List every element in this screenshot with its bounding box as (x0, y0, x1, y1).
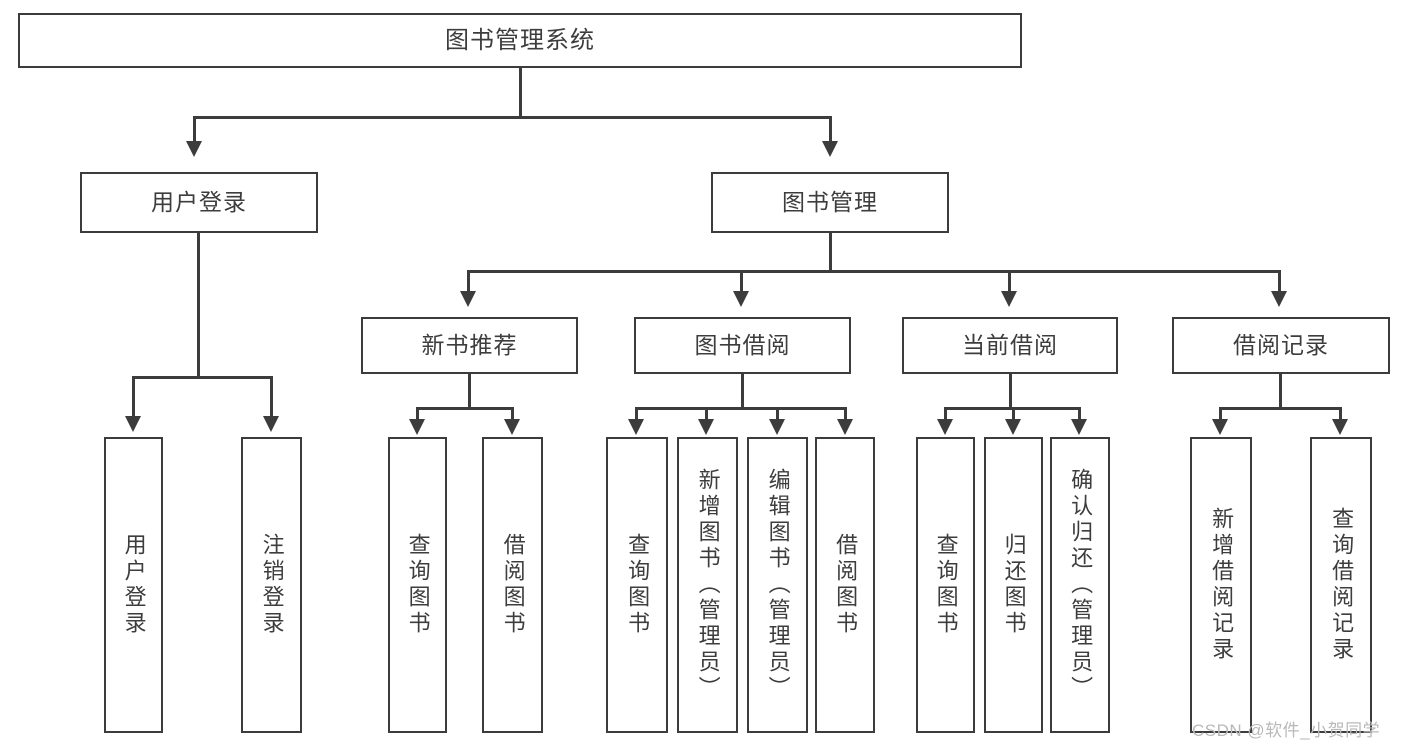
arrow-cb-leaf-2 (1005, 419, 1021, 435)
connector-root-stem (519, 68, 522, 117)
connector-bm-drop-3 (1008, 270, 1011, 295)
node-label: 新书推荐 (421, 332, 518, 359)
leaf-cb-confirm-return-admin[interactable]: 确认归还（管理员） (1050, 437, 1110, 733)
node-label: 编辑图书（管理员） (765, 468, 791, 702)
node-book-borrow[interactable]: 图书借阅 (634, 317, 851, 374)
connector-bm-drop-2 (740, 270, 743, 295)
arrow-user-login-leaf-1 (125, 416, 141, 432)
node-label: 确认归还（管理员） (1068, 468, 1094, 702)
arrow-br-leaf-1 (1212, 419, 1228, 435)
leaf-cb-return-book[interactable]: 归还图书 (984, 437, 1043, 733)
node-label: 查询借阅记录 (1329, 507, 1355, 663)
leaf-br-query-record[interactable]: 查询借阅记录 (1310, 437, 1372, 733)
arrow-bb-leaf-3 (769, 419, 785, 435)
connector-nbr-bus (416, 407, 514, 410)
node-label: 查询图书 (933, 533, 959, 637)
node-current-borrow[interactable]: 当前借阅 (902, 317, 1118, 374)
connector-root-to-user-login (193, 116, 196, 145)
node-label: 用户登录 (151, 189, 247, 216)
node-label: 当前借阅 (962, 332, 1058, 359)
connector-book-management-stem (829, 233, 832, 272)
connector-book-management-bus (467, 270, 1280, 273)
connector-bb-stem (741, 374, 744, 409)
connector-nbr-drop-2 (511, 407, 514, 423)
leaf-bb-edit-book-admin[interactable]: 编辑图书（管理员） (747, 437, 808, 733)
connector-root-to-book-management (829, 116, 832, 145)
leaf-logout[interactable]: 注销登录 (241, 437, 302, 733)
connector-bm-drop-4 (1278, 270, 1281, 295)
node-label: 查询图书 (405, 533, 431, 637)
connector-br-stem (1279, 374, 1282, 409)
leaf-nbr-borrow-book[interactable]: 借阅图书 (482, 437, 543, 733)
connector-user-login-drop-2 (270, 376, 273, 420)
leaf-nbr-query-book[interactable]: 查询图书 (388, 437, 447, 733)
connector-nbr-drop-1 (416, 407, 419, 423)
arrow-bb-leaf-4 (837, 419, 853, 435)
arrow-nbr-leaf-1 (409, 419, 425, 435)
node-label: 查询图书 (625, 533, 651, 637)
connector-user-login-bus (132, 376, 272, 379)
node-user-login[interactable]: 用户登录 (80, 172, 318, 233)
arrow-to-new-book-recommend (460, 291, 476, 307)
arrow-bb-leaf-2 (698, 419, 714, 435)
connector-br-drop-2 (1339, 407, 1342, 423)
node-borrow-record[interactable]: 借阅记录 (1172, 317, 1390, 374)
node-label: 借阅图书 (500, 533, 526, 637)
connector-bb-bus (635, 407, 847, 410)
node-book-management[interactable]: 图书管理 (711, 172, 949, 233)
arrow-to-book-management (822, 141, 838, 157)
node-label: 用户登录 (121, 533, 147, 637)
node-label: 新增借阅记录 (1209, 507, 1235, 663)
node-label: 图书管理 (782, 189, 878, 216)
node-label: 归还图书 (1001, 533, 1027, 637)
node-label: 注销登录 (259, 533, 285, 637)
connector-nbr-stem (468, 374, 471, 409)
node-label: 新增图书（管理员） (695, 468, 721, 702)
connector-br-bus (1219, 407, 1342, 410)
node-new-book-recommend[interactable]: 新书推荐 (361, 317, 578, 374)
leaf-user-login[interactable]: 用户登录 (104, 437, 163, 733)
connector-bm-drop-1 (467, 270, 470, 295)
node-root-book-management-system[interactable]: 图书管理系统 (18, 13, 1022, 68)
node-label: 借阅记录 (1233, 332, 1329, 359)
csdn-watermark: CSDN @软件_小贺同学 (1192, 721, 1381, 740)
arrow-to-current-borrow (1001, 291, 1017, 307)
connector-bb-drop-1 (635, 407, 638, 423)
arrow-to-borrow-record (1271, 291, 1287, 307)
leaf-bb-query-book[interactable]: 查询图书 (606, 437, 668, 733)
arrow-to-book-borrow (733, 291, 749, 307)
arrow-bb-leaf-1 (628, 419, 644, 435)
arrow-to-user-login (186, 141, 202, 157)
connector-cb-drop-3 (1078, 407, 1081, 423)
node-label: 图书借阅 (694, 332, 791, 359)
connector-user-login-stem (197, 233, 200, 378)
arrow-br-leaf-2 (1332, 419, 1348, 435)
connector-bb-drop-2 (705, 407, 708, 423)
connector-cb-drop-1 (944, 407, 947, 423)
connector-user-login-drop-1 (132, 376, 135, 420)
arrow-user-login-leaf-2 (263, 416, 279, 432)
node-label: 借阅图书 (833, 533, 859, 637)
connector-bb-drop-3 (776, 407, 779, 423)
connector-root-bus (193, 116, 831, 119)
leaf-bb-add-book-admin[interactable]: 新增图书（管理员） (677, 437, 738, 733)
arrow-cb-leaf-3 (1071, 419, 1087, 435)
leaf-cb-query-book[interactable]: 查询图书 (916, 437, 975, 733)
leaf-br-add-record[interactable]: 新增借阅记录 (1190, 437, 1252, 733)
leaf-bb-borrow-book[interactable]: 借阅图书 (815, 437, 875, 733)
connector-cb-drop-2 (1012, 407, 1015, 423)
arrow-cb-leaf-1 (937, 419, 953, 435)
connector-bb-drop-4 (844, 407, 847, 423)
connector-cb-stem (1009, 374, 1012, 409)
arrow-nbr-leaf-2 (504, 419, 520, 435)
connector-br-drop-1 (1219, 407, 1222, 423)
node-label: 图书管理系统 (445, 26, 595, 54)
